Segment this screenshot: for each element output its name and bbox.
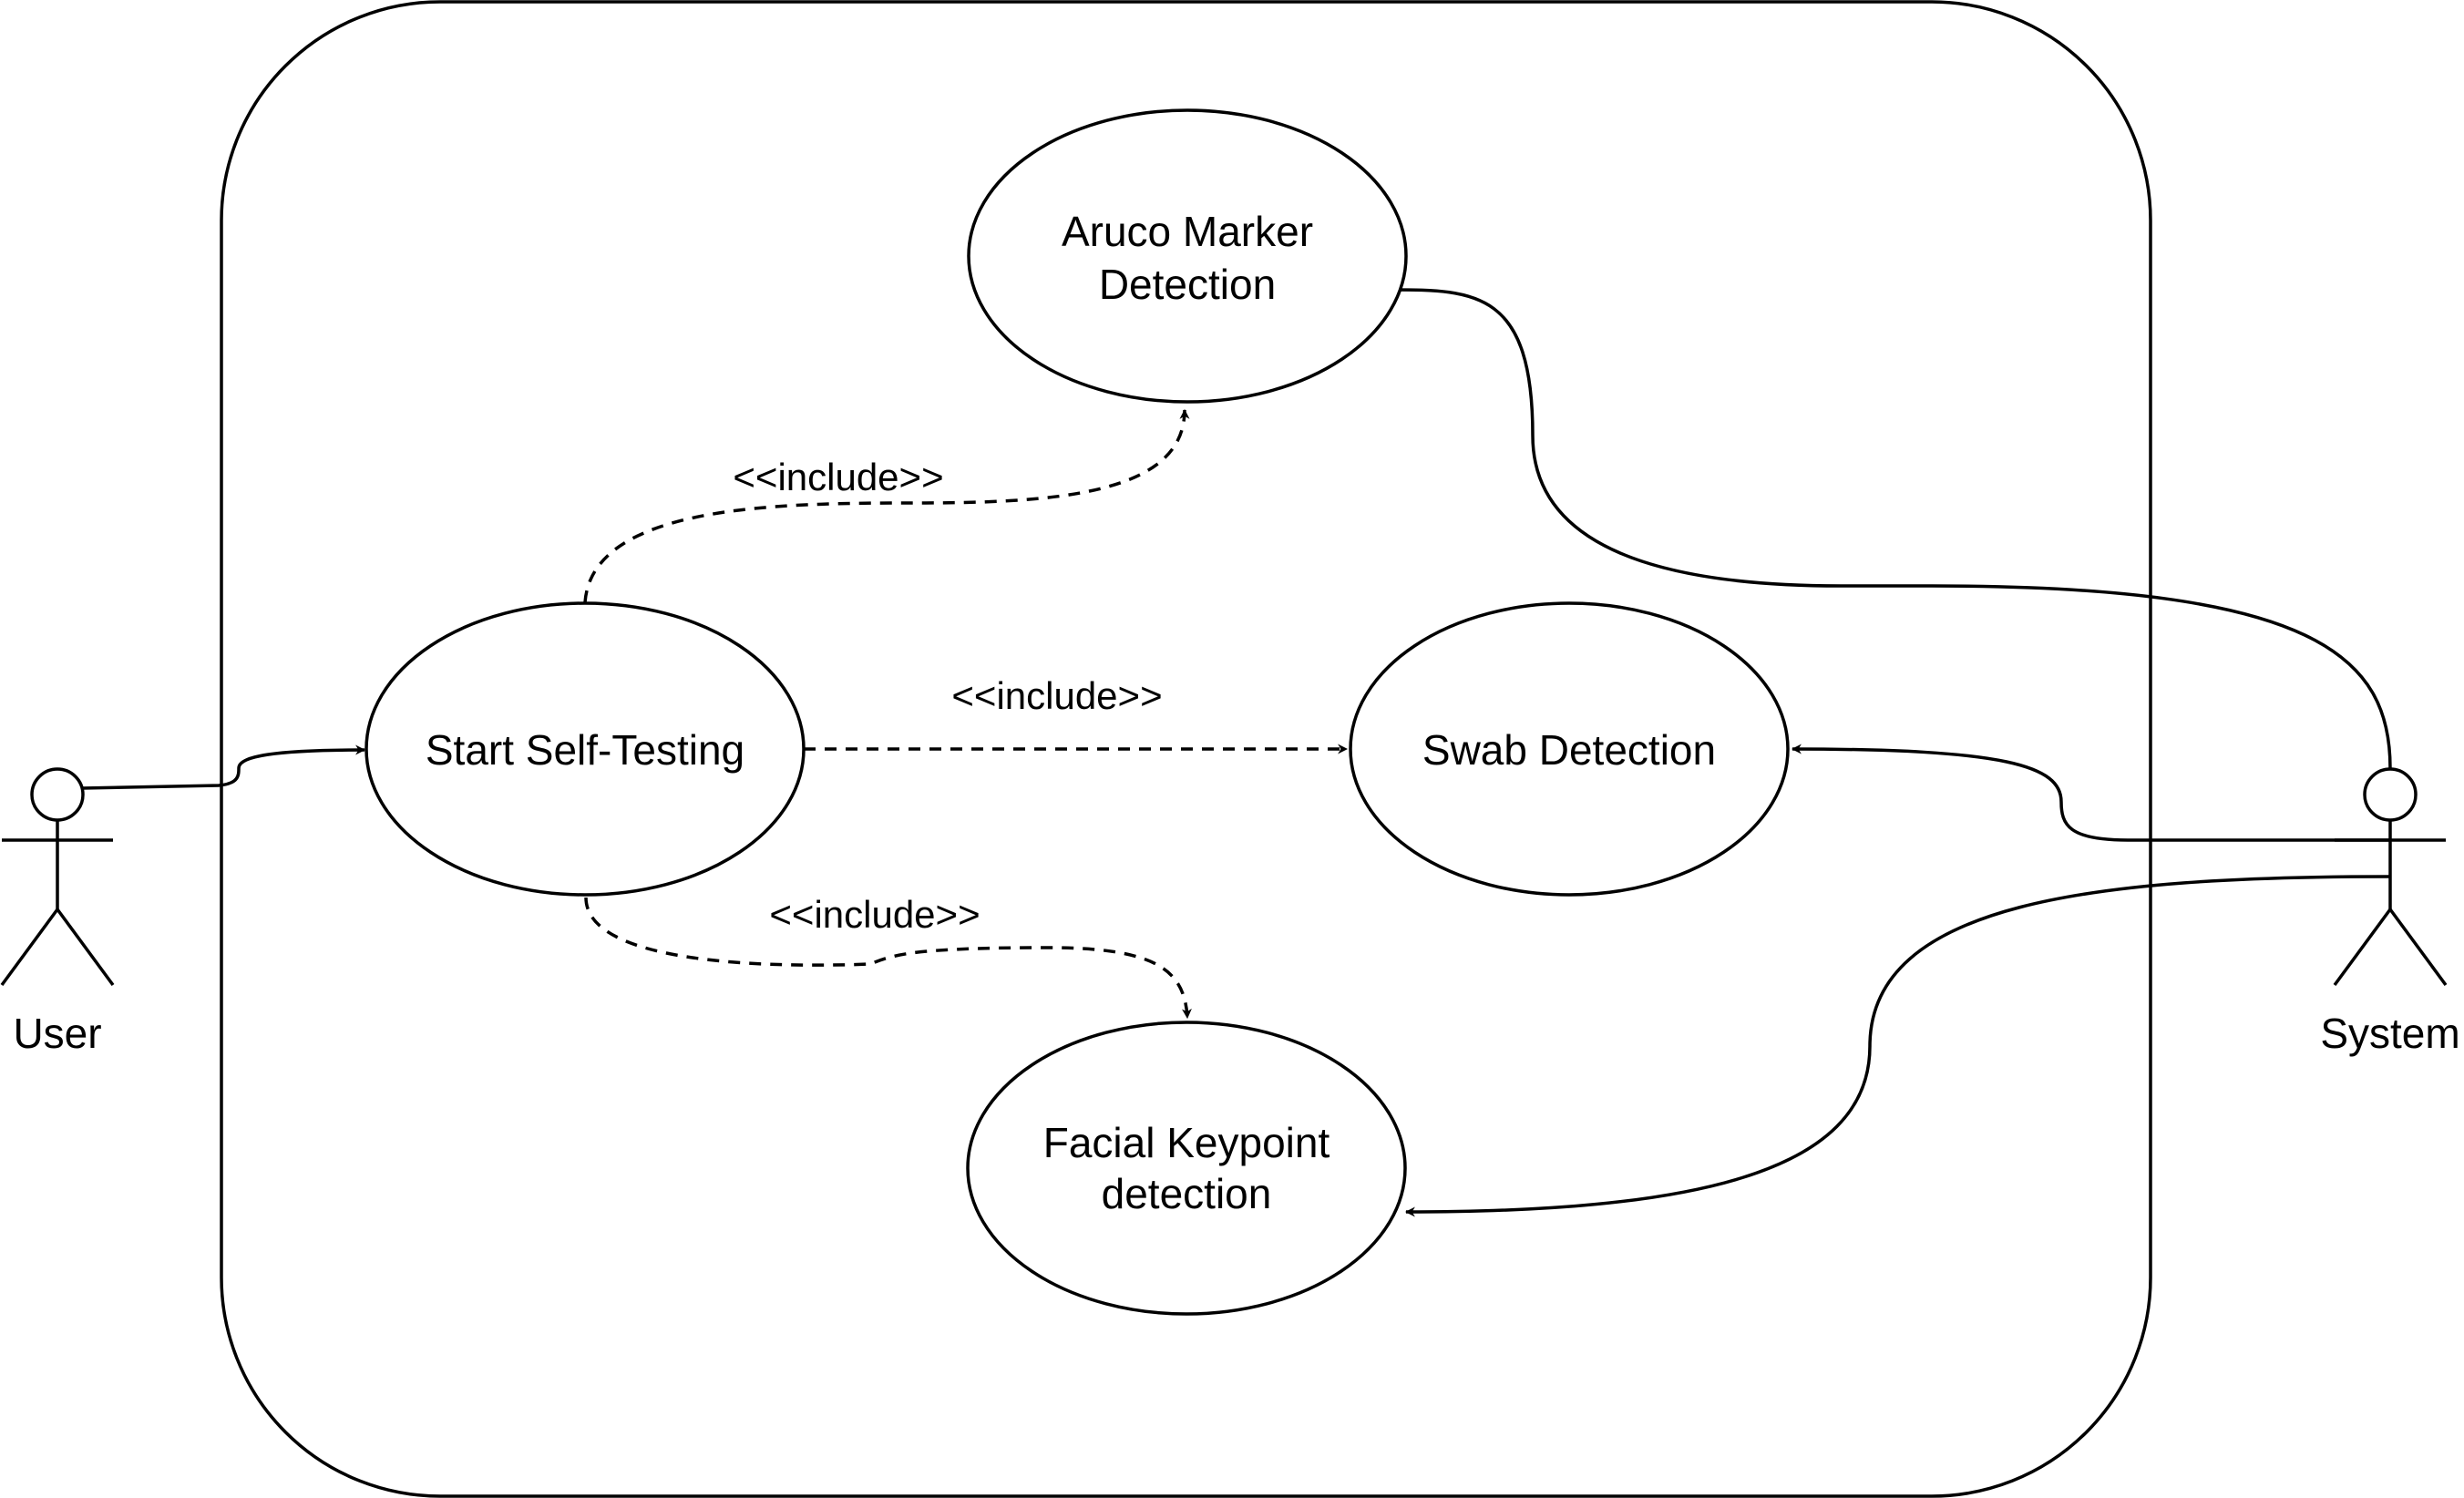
system-boundary [220, 0, 2152, 1498]
facial-label-line2: detection [1102, 1170, 1272, 1217]
include-aruco-connector [583, 408, 1190, 603]
include-label-facial: <<include>> [769, 893, 980, 936]
user-to-start-association [81, 744, 366, 790]
stick-figure-icon [0, 767, 115, 987]
actor-system: System [2320, 767, 2460, 1057]
include-label-swab: <<include>> [951, 674, 1162, 717]
use-case-facial-keypoint-detection: Facial Keypoint detection [966, 1021, 1407, 1316]
aruco-label-line1: Aruco Marker [1062, 208, 1313, 255]
use-case-aruco-marker-detection: Aruco Marker Detection [967, 108, 1408, 404]
stick-figure-icon [2333, 767, 2448, 987]
use-case-swab-detection: Swab Detection [1349, 601, 1790, 897]
actor-user: User [0, 767, 115, 1057]
use-case-start-self-testing: Start Self-Testing [364, 601, 806, 897]
aruco-label-line2: Detection [1099, 261, 1276, 308]
actor-user-label: User [13, 1010, 101, 1057]
start-label: Start Self-Testing [426, 726, 744, 774]
include-label-aruco: <<include>> [733, 456, 943, 498]
actor-system-label: System [2320, 1010, 2459, 1057]
system-to-swab-association [1791, 744, 2390, 842]
system-to-aruco-association [1390, 284, 2392, 769]
facial-label-line1: Facial Keypoint [1043, 1119, 1330, 1166]
swab-label: Swab Detection [1422, 726, 1716, 774]
system-to-facial-association [1404, 875, 2391, 1217]
include-facial-connector [584, 897, 1192, 1020]
